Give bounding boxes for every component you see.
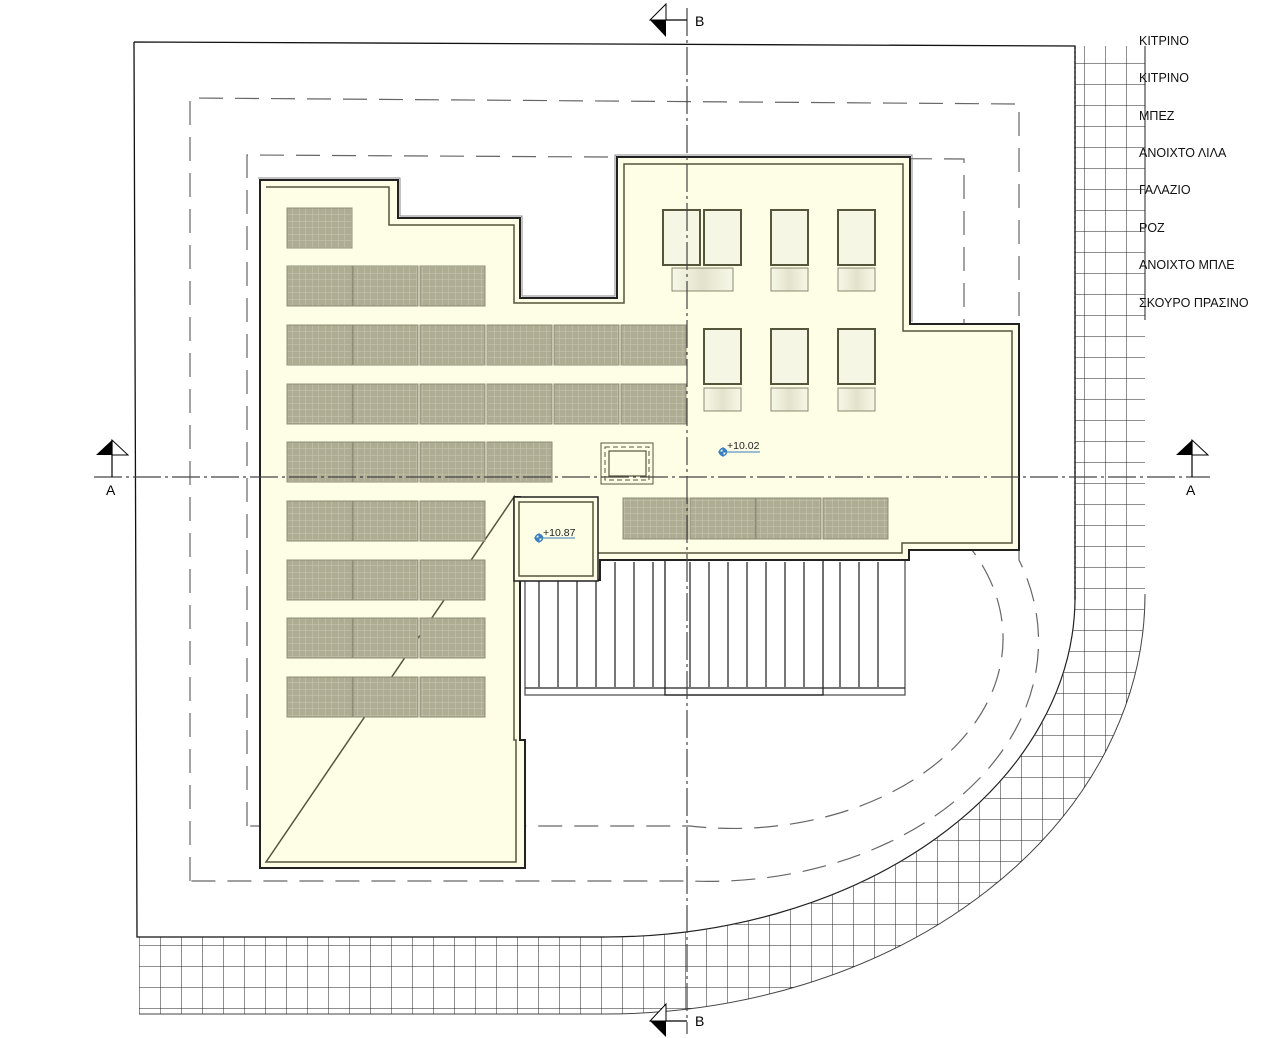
level-marker-10-87 [534, 533, 575, 543]
setback-lines [189, 97, 1040, 882]
level-label-10-02: +10.02 [727, 440, 760, 452]
legend-item: ΚΙΤΡΙΝΟ [1139, 71, 1190, 85]
roof-hatch [600, 442, 654, 485]
level-label-10-87: +10.87 [543, 527, 576, 539]
legend-item: ΡΟΖ [1139, 221, 1165, 235]
section-axis-lines [94, 8, 1210, 1034]
legend-item: ΑΝΟΙΧΤΟ ΜΠΛΕ [1139, 258, 1235, 272]
section-label-b-top: B [695, 13, 705, 29]
legend-item: ΣΚΟΥΡΟ ΠΡΑΣΙΝΟ [1139, 296, 1249, 310]
legend-item: ΜΠΕΖ [1139, 109, 1175, 123]
upper-roof-box [513, 496, 599, 582]
section-label-a-right: A [1186, 482, 1196, 498]
section-marker-a-right [1176, 438, 1210, 477]
section-marker-a-left [96, 438, 130, 477]
rooftop-units [662, 209, 876, 412]
section-marker-b-bottom [648, 1002, 687, 1037]
section-label-b-bottom: B [695, 1013, 705, 1029]
level-marker-10-02 [718, 447, 760, 457]
section-marker-b-top [648, 2, 687, 37]
solar-panels [286, 207, 889, 718]
legend-item: ΚΙΤΡΙΝΟ [1139, 34, 1190, 48]
section-label-a-left: A [106, 482, 116, 498]
legend-item: ΑΝΟΙΧΤΟ ΛΙΛΑ [1139, 146, 1227, 160]
legend-item: ΓΑΛΑΖΙΟ [1139, 183, 1191, 197]
